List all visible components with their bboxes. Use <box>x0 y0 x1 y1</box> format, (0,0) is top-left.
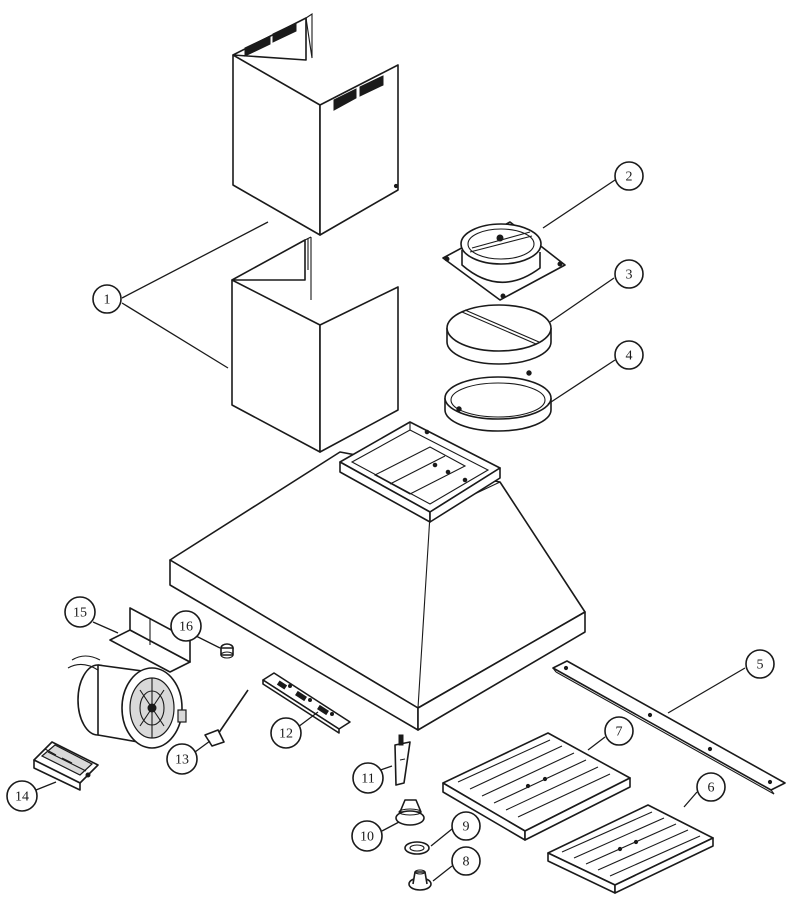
small-knob <box>220 643 234 659</box>
callout-14: 14 <box>6 780 38 812</box>
callout-6: 6 <box>696 772 726 802</box>
mounting-ring <box>444 370 552 432</box>
callout-10: 10 <box>351 820 383 852</box>
light-housing <box>395 799 425 826</box>
upper-chimney-cover <box>232 12 399 236</box>
lower-chimney-cover <box>231 236 399 453</box>
callout-15: 15 <box>64 596 96 628</box>
callout-14-label: 14 <box>15 790 29 805</box>
callout-13-label: 13 <box>175 753 189 768</box>
callout-9-label: 9 <box>463 820 470 835</box>
callout-1: 1 <box>92 284 122 314</box>
callout-16-label: 16 <box>179 620 193 635</box>
callout-2: 2 <box>614 161 644 191</box>
bulb-cover <box>408 869 432 891</box>
callout-7-label: 7 <box>616 725 623 740</box>
callout-3: 3 <box>614 259 644 289</box>
duct-damper-collar <box>442 221 566 301</box>
callout-5-label: 5 <box>757 658 764 673</box>
terminal-block <box>33 741 99 791</box>
callout-6-label: 6 <box>708 781 715 796</box>
control-board <box>262 672 351 734</box>
callout-4: 4 <box>614 340 644 370</box>
callout-9: 9 <box>451 811 481 841</box>
switch-shaft <box>204 689 249 747</box>
lamp-socket <box>394 734 411 786</box>
callout-12: 12 <box>270 717 302 749</box>
callout-11: 11 <box>352 762 384 794</box>
callout-2-label: 2 <box>626 170 633 185</box>
front-rail <box>552 660 786 795</box>
range-hood-body <box>169 421 586 731</box>
callout-10-label: 10 <box>360 830 374 845</box>
baffle-filter-lower <box>547 804 714 894</box>
callout-8: 8 <box>451 846 481 876</box>
blower-motor <box>67 607 191 749</box>
callout-3-label: 3 <box>626 268 633 283</box>
callout-1-label: 1 <box>104 293 111 308</box>
callout-16: 16 <box>170 610 202 642</box>
round-plate <box>446 304 552 365</box>
callout-5: 5 <box>745 649 775 679</box>
callout-11-label: 11 <box>361 772 374 787</box>
callout-8-label: 8 <box>463 855 470 870</box>
callout-4-label: 4 <box>626 349 633 364</box>
callout-12-label: 12 <box>279 727 293 742</box>
callout-15-label: 15 <box>73 606 87 621</box>
callout-13: 13 <box>166 743 198 775</box>
callout-7: 7 <box>604 716 634 746</box>
baffle-filter-upper <box>442 732 631 841</box>
trim-ring <box>404 841 430 855</box>
